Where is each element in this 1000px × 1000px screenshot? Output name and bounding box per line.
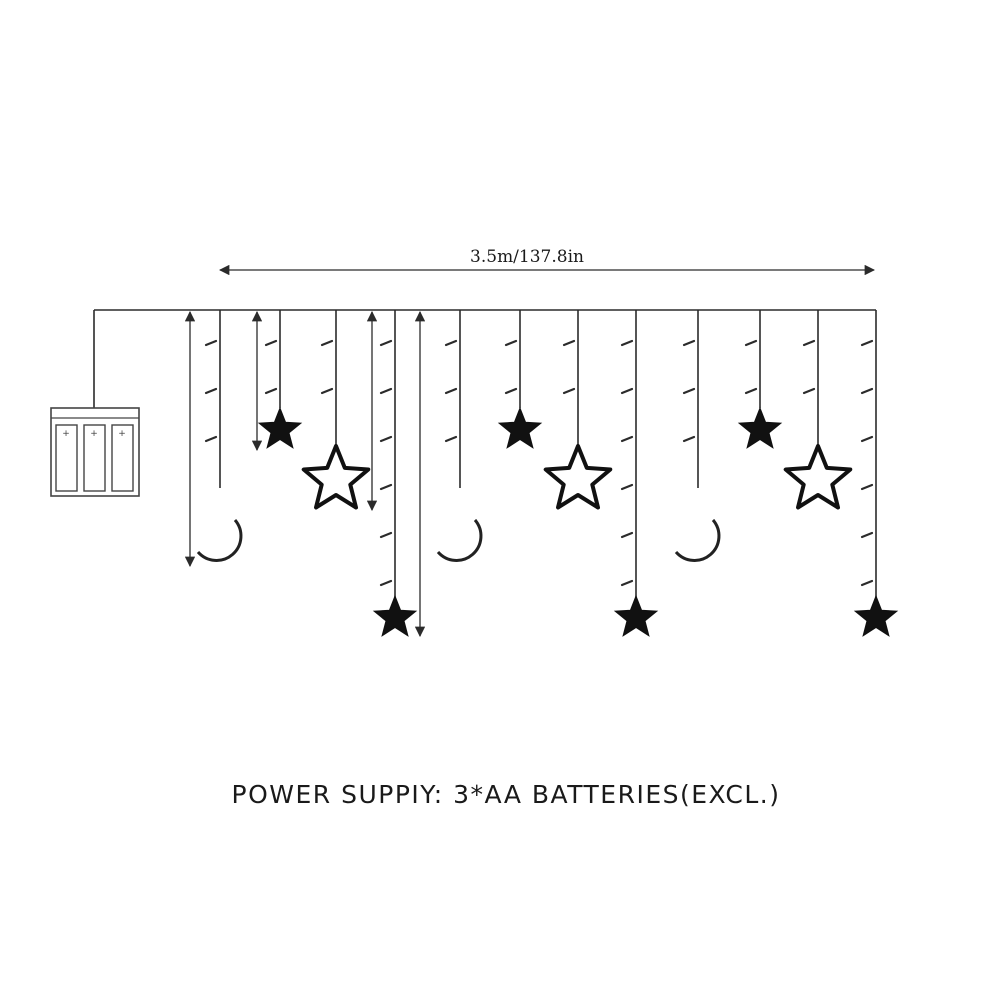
light-strand — [543, 310, 613, 510]
bulb-mark — [444, 339, 458, 347]
bulb-mark — [562, 339, 576, 347]
bulb-mark — [744, 387, 758, 395]
bulb-mark — [860, 579, 874, 587]
bulb-mark — [620, 339, 634, 347]
bulb-mark — [620, 531, 634, 539]
bulb-mark — [444, 435, 458, 443]
drop-length-arrows — [184, 310, 426, 638]
bulb-mark — [264, 387, 278, 395]
star-filled-icon — [613, 594, 659, 637]
bulb-mark — [504, 387, 518, 395]
light-strand — [497, 310, 543, 449]
bulb-mark — [204, 387, 218, 395]
star-filled-icon — [853, 594, 899, 637]
bulb-mark — [320, 339, 334, 347]
bulb-mark — [860, 387, 874, 395]
moon-icon — [674, 519, 721, 562]
light-strand — [196, 310, 243, 562]
star-filled-icon — [257, 406, 303, 449]
moon-icon — [436, 519, 483, 562]
width-dimension: 3.5m/137.8in — [218, 247, 876, 276]
light-strand — [783, 310, 853, 510]
bulb-mark — [444, 387, 458, 395]
bulb-mark — [620, 387, 634, 395]
bulb-mark — [379, 339, 393, 347]
svg-text:+: + — [90, 429, 98, 439]
light-strand — [301, 310, 371, 510]
bulb-mark — [802, 339, 816, 347]
star-filled-icon — [497, 406, 543, 449]
moon-icon — [196, 519, 243, 562]
svg-text:+: + — [62, 429, 70, 439]
battery-cell-2 — [83, 424, 106, 492]
bulb-mark — [860, 483, 874, 491]
bulb-mark — [320, 387, 334, 395]
light-strand — [372, 310, 418, 637]
bulb-mark — [744, 339, 758, 347]
star-outline-icon — [543, 444, 613, 510]
bulb-mark — [682, 339, 696, 347]
battery-box-icon: + + + — [50, 310, 140, 497]
svg-text:+: + — [118, 429, 126, 439]
bulb-mark — [379, 483, 393, 491]
star-filled-icon — [737, 406, 783, 449]
bulb-mark — [504, 339, 518, 347]
battery-cell-1 — [55, 424, 78, 492]
bulb-mark — [204, 435, 218, 443]
light-strand — [257, 310, 303, 449]
bulb-mark — [860, 435, 874, 443]
bulb-mark — [204, 339, 218, 347]
light-strand — [436, 310, 483, 562]
light-strands — [196, 310, 899, 637]
light-strand — [737, 310, 783, 449]
bulb-mark — [379, 435, 393, 443]
battery-cell-3 — [111, 424, 134, 492]
bulb-mark — [264, 339, 278, 347]
light-strand — [613, 310, 659, 637]
bulb-mark — [860, 339, 874, 347]
light-strand — [853, 310, 899, 637]
bulb-mark — [379, 387, 393, 395]
bulb-mark — [562, 387, 576, 395]
light-strand — [674, 310, 721, 562]
bulb-mark — [620, 435, 634, 443]
bulb-mark — [620, 579, 634, 587]
power-supply-caption: POWER SUPPIY: 3*AA BATTERIES(EXCL.) — [232, 780, 781, 809]
star-filled-icon — [372, 594, 418, 637]
width-label: 3.5m/137.8in — [470, 247, 584, 267]
bulb-mark — [379, 579, 393, 587]
bulb-mark — [682, 435, 696, 443]
bulb-mark — [802, 387, 816, 395]
bulb-mark — [682, 387, 696, 395]
star-outline-icon — [783, 444, 853, 510]
bulb-mark — [379, 531, 393, 539]
star-outline-icon — [301, 444, 371, 510]
bulb-mark — [620, 483, 634, 491]
bulb-mark — [860, 531, 874, 539]
